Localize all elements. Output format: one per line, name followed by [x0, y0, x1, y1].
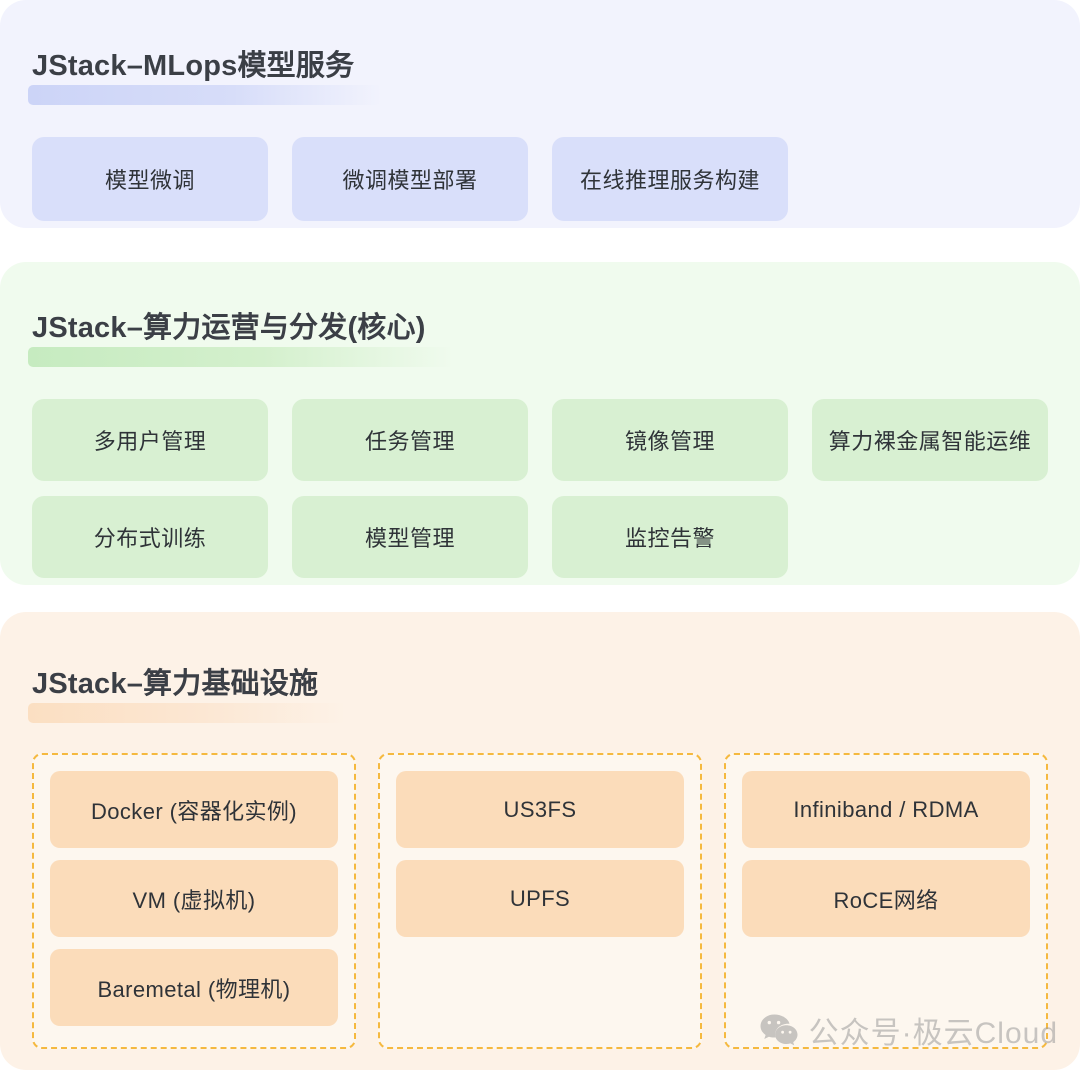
chip-core-1[interactable]: 任务管理 — [292, 399, 528, 482]
chip-core-5[interactable]: 模型管理 — [292, 496, 528, 579]
chip-core-0[interactable]: 多用户管理 — [32, 399, 268, 482]
chip-core-2[interactable]: 镜像管理 — [552, 399, 788, 482]
infra-group-network: Infiniband / RDMA RoCE网络 — [724, 753, 1048, 1050]
core-chip-grid: 多用户管理 任务管理 镜像管理 算力裸金属智能运维 分布式训练 模型管理 监控告… — [32, 399, 1048, 579]
chip-infra-storage-0[interactable]: US3FS — [396, 771, 684, 849]
chip-core-placeholder — [812, 496, 1048, 578]
core-title-highlight — [28, 347, 454, 368]
chip-core-3[interactable]: 算力裸金属智能运维 — [812, 399, 1048, 482]
panel-gap-2 — [0, 585, 1080, 612]
chip-infra-storage-1[interactable]: UPFS — [396, 860, 684, 938]
infra-group-compute: Docker (容器化实例) VM (虚拟机) Baremetal (物理机) — [32, 753, 356, 1050]
panel-gap-1 — [0, 228, 1080, 262]
section-core: JStack–算力运营与分发(核心) 多用户管理 任务管理 镜像管理 算力裸金属… — [0, 262, 1080, 585]
mlops-chip-grid: 模型微调 微调模型部署 在线推理服务构建 — [32, 137, 1048, 222]
chip-core-4[interactable]: 分布式训练 — [32, 496, 268, 579]
chip-mlops-2[interactable]: 在线推理服务构建 — [552, 137, 788, 222]
mlops-title-highlight — [28, 85, 383, 106]
chip-mlops-0[interactable]: 模型微调 — [32, 137, 268, 222]
chip-infra-compute-2[interactable]: Baremetal (物理机) — [50, 949, 338, 1027]
chip-mlops-1[interactable]: 微调模型部署 — [292, 137, 528, 222]
chip-infra-compute-0[interactable]: Docker (容器化实例) — [50, 771, 338, 849]
infra-title-highlight — [28, 703, 347, 724]
infra-title-wrapper: JStack–算力基础设施 — [28, 644, 347, 725]
mlops-title-wrapper: JStack–MLops模型服务 — [28, 26, 383, 107]
infra-group-row: Docker (容器化实例) VM (虚拟机) Baremetal (物理机) … — [32, 753, 1048, 1050]
chip-core-6[interactable]: 监控告警 — [552, 496, 788, 579]
chip-infra-network-0[interactable]: Infiniband / RDMA — [742, 771, 1030, 849]
infra-group-storage: US3FS UPFS — [378, 753, 702, 1050]
core-title-wrapper: JStack–算力运营与分发(核心) — [28, 288, 454, 369]
chip-infra-compute-1[interactable]: VM (虚拟机) — [50, 860, 338, 938]
section-mlops: JStack–MLops模型服务 模型微调 微调模型部署 在线推理服务构建 — [0, 0, 1080, 228]
mlops-title: JStack–MLops模型服务 — [32, 50, 355, 83]
core-title: JStack–算力运营与分发(核心) — [32, 312, 426, 345]
section-infra: JStack–算力基础设施 Docker (容器化实例) VM (虚拟机) Ba… — [0, 612, 1080, 1070]
infra-title: JStack–算力基础设施 — [32, 668, 319, 701]
chip-mlops-placeholder — [812, 137, 1048, 221]
chip-infra-network-1[interactable]: RoCE网络 — [742, 860, 1030, 938]
